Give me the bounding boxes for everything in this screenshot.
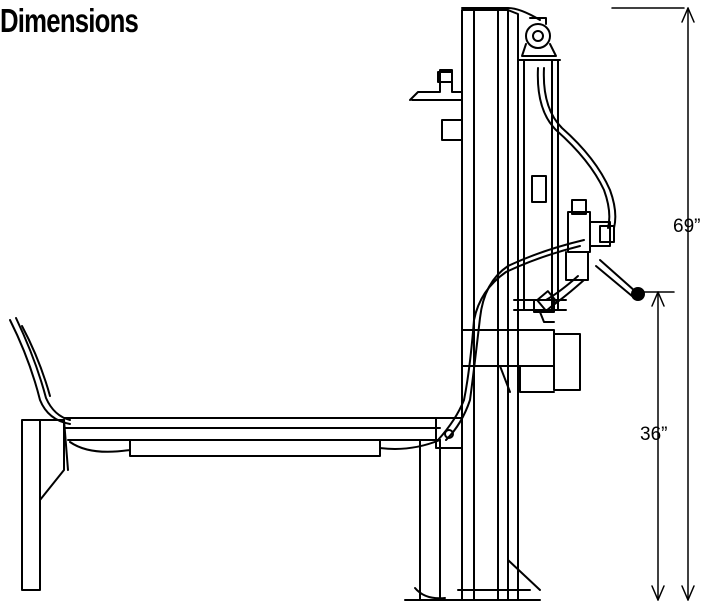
base-platform [21, 417, 441, 591]
overall-height-label: 69” [673, 216, 701, 237]
carriage-arm [461, 329, 581, 393]
hoses [437, 67, 617, 441]
side-clamp [409, 69, 463, 141]
vertical-column [451, 7, 541, 601]
page-title: Dimensions [0, 2, 139, 39]
dimension-line-table [643, 291, 675, 601]
support-leg [404, 417, 463, 601]
table-height-label: 36” [640, 424, 668, 445]
dimension-line-overall [611, 7, 695, 601]
cables-left [9, 317, 71, 425]
upper-mechanism [513, 17, 645, 323]
